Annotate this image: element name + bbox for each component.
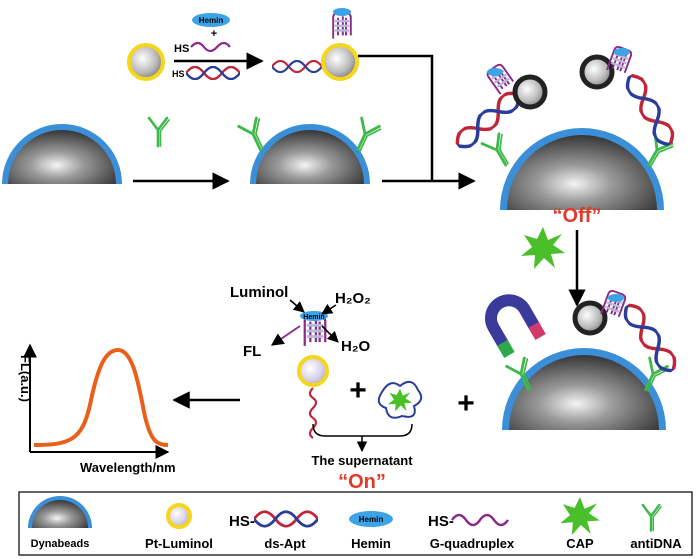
h2o2-label: H₂O₂ <box>335 290 371 307</box>
legend-pt-luminol-icon <box>166 503 192 529</box>
plus-sign-middle: + <box>349 374 367 407</box>
legend-hemin-tag: Hemin <box>359 515 384 524</box>
arrow-fl <box>270 325 301 346</box>
hemin-detect <box>300 311 328 321</box>
hs-label-top: HS <box>174 43 189 55</box>
antibody-free <box>147 116 170 148</box>
on-state-label: “On” <box>338 471 386 493</box>
legend-dynabeads-icon <box>28 496 92 528</box>
legend-gquad: G-quadruplex <box>430 536 515 551</box>
legend-hemin-icon <box>349 511 393 527</box>
legend-cap-icon <box>560 497 600 535</box>
fl-spectrum <box>23 343 170 459</box>
dynabead-left <box>2 124 122 184</box>
h2o-label: H₂O <box>341 338 370 355</box>
magnet-icon <box>485 294 546 358</box>
gquad-assembled <box>331 11 353 41</box>
cap-star-main <box>521 227 565 269</box>
pt-bead-top <box>127 43 165 81</box>
pt-bead-assembled <box>321 43 359 81</box>
fl-label: FL <box>243 343 261 360</box>
gquad-strand-top <box>190 41 231 53</box>
arrow-h2o <box>321 325 339 343</box>
dynabead-bottom <box>502 348 666 430</box>
plus-sign-right: + <box>457 387 475 420</box>
plus-small: + <box>211 28 217 40</box>
ds-apt-assembled <box>272 60 322 73</box>
legend-cap: CAP <box>566 536 594 551</box>
ds-apt-captured-right <box>621 70 679 150</box>
hemin-small-label: Hemin <box>199 16 224 25</box>
arrow-h2o2 <box>321 303 337 315</box>
hemin-assembled <box>333 8 351 16</box>
legend-dynabeads: Dynabeads <box>31 538 90 550</box>
hemin-tag-small <box>192 13 230 27</box>
connector-line <box>358 54 434 180</box>
arrow-luminol <box>289 299 305 313</box>
probe-bottom <box>572 287 629 336</box>
legend-ds-apt: ds-Apt <box>264 536 306 551</box>
fl-axis-label: FL(a.u.) <box>18 355 33 402</box>
legend-gquad-icon <box>451 513 509 527</box>
legend-pt-luminol: Pt-Luminol <box>145 536 213 551</box>
fl-curve <box>33 347 169 447</box>
released-probe <box>297 316 329 439</box>
off-state-label: “Off” <box>553 205 602 227</box>
hemin-detect-label: Hemin <box>303 314 324 321</box>
dynabead-captured <box>500 128 664 210</box>
legend-hemin: Hemin <box>351 536 391 551</box>
legend-gquad-hs: HS- <box>428 513 454 530</box>
legend-antidna: antiDNA <box>630 536 682 551</box>
luminol-label: Luminol <box>230 284 288 301</box>
supernatant-bracket <box>312 423 413 437</box>
legend-ds-apt-hs: HS- <box>229 513 255 530</box>
wavelength-axis-label: Wavelength/nm <box>80 460 176 475</box>
ds-apt-top <box>186 66 240 80</box>
hs-label-top2: HS <box>172 69 185 79</box>
antibody-captured-left <box>480 130 518 172</box>
probe-captured-right <box>579 43 635 90</box>
supernatant-label: The supernatant <box>311 453 413 468</box>
probe-captured-left <box>484 61 548 110</box>
cap-aptamer-complex <box>377 380 423 419</box>
dynabead-middle <box>250 124 370 184</box>
